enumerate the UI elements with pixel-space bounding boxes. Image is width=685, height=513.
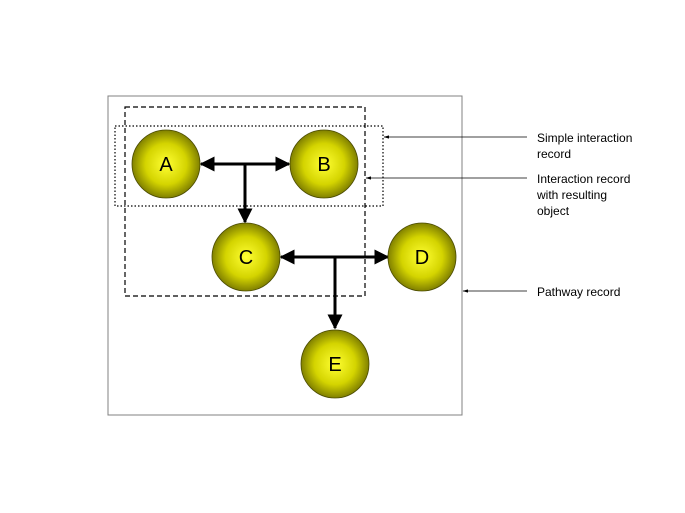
node-c-label: C (239, 247, 253, 269)
node-b-label: B (317, 154, 330, 176)
label-pathway-line-1: Pathway record (537, 285, 620, 299)
node-b: B (289, 129, 359, 199)
annotation-pointers (365, 135, 527, 293)
label-resulting-line-2: with resulting (536, 188, 607, 202)
label-pathway-record: Pathway record (537, 285, 620, 299)
label-interaction-record-resulting: Interaction record with resulting object (536, 172, 634, 218)
label-resulting-line-3: object (537, 204, 570, 218)
node-d: D (387, 222, 457, 292)
node-a-label: A (159, 154, 173, 176)
edges (199, 156, 390, 330)
label-resulting-line-1: Interaction record (537, 172, 630, 186)
label-simple-line-2: record (537, 147, 571, 161)
node-e-label: E (328, 354, 341, 376)
label-simple-interaction-record: Simple interaction record (537, 131, 636, 161)
simple-interaction-record-box (114, 125, 384, 207)
node-a: A (131, 129, 201, 199)
interaction-record-resulting-box (124, 106, 366, 297)
node-c: C (211, 222, 281, 292)
node-e: E (300, 329, 370, 399)
label-simple-line-1: Simple interaction (537, 131, 632, 145)
node-d-label: D (415, 247, 429, 269)
pathway-record-box (107, 95, 463, 416)
